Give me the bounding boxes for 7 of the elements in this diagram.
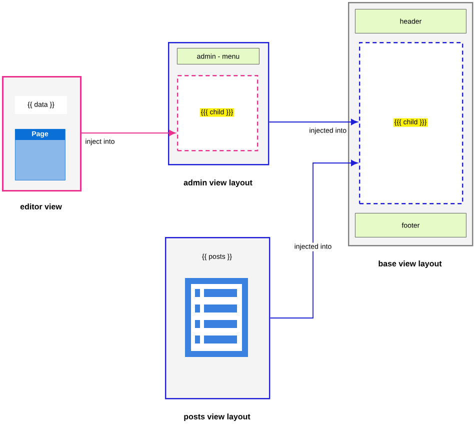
node-label: admin view layout bbox=[184, 180, 252, 187]
node-label: base view layout bbox=[378, 260, 442, 268]
arrow bbox=[270, 160, 358, 318]
arrow bbox=[268, 118, 358, 126]
node-label: posts view layout bbox=[184, 414, 250, 421]
node-label: editor view bbox=[20, 204, 62, 210]
arrow bbox=[81, 130, 176, 136]
